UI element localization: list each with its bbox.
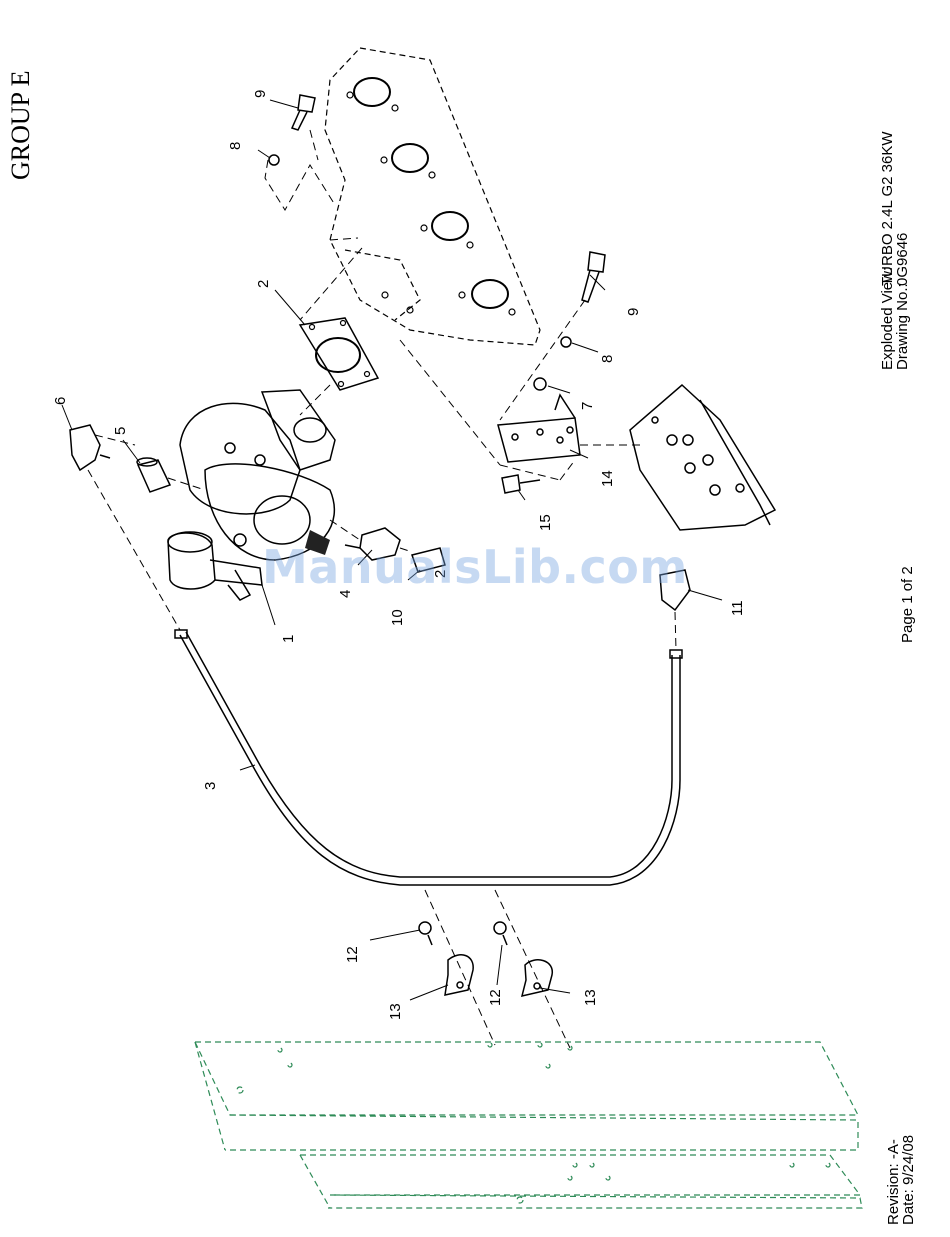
callout-8b: 8 [599, 355, 616, 363]
callout-13: 13 [387, 1003, 404, 1020]
callout-8: 8 [227, 142, 244, 150]
revision-info: Revision: -A- Date: 9/24/08 [886, 1135, 916, 1225]
mounting-plate [630, 385, 775, 530]
washer-7 [534, 378, 546, 390]
callout-3: 3 [202, 782, 219, 790]
view-label: Exploded View: [880, 286, 895, 370]
bolt-9-top [292, 95, 315, 130]
callout-13b: 13 [582, 989, 599, 1006]
callout-12b: 12 [487, 989, 504, 1006]
callout-9b: 9 [625, 308, 642, 316]
exhaust-manifold [325, 48, 540, 345]
turbo-gasket [300, 318, 378, 390]
group-title: GROUP E [8, 70, 34, 180]
bolt-15 [502, 475, 540, 493]
washer-8-top [269, 155, 279, 165]
frame-rail [195, 1042, 862, 1208]
fitting-5 [137, 458, 170, 492]
screw-12-right [494, 922, 507, 945]
callout-9: 9 [252, 90, 269, 98]
drawing-number: 0G9646 [894, 233, 911, 286]
elbow-fitting-6 [70, 425, 110, 470]
oil-tube-3 [175, 630, 682, 885]
revision-date: Date: 9/24/08 [901, 1135, 916, 1225]
drawing-row: Drawing No.:0G9646 [895, 132, 910, 371]
callout-15: 15 [537, 514, 554, 531]
drawing-label: Drawing No.: [895, 286, 910, 370]
callout-2: 2 [255, 280, 272, 288]
callout-5: 5 [112, 427, 129, 435]
callout-6: 6 [52, 397, 69, 405]
watermark: ManualsLib.com [262, 540, 688, 594]
clamp-13-left [445, 955, 473, 995]
screw-12-left [419, 922, 432, 945]
callout-1: 1 [280, 635, 297, 643]
bolt-9-right [582, 252, 605, 302]
callout-12: 12 [344, 946, 361, 963]
callout-7: 7 [579, 402, 596, 410]
washer-8-right [561, 337, 571, 347]
revision: Revision: -A- [886, 1135, 901, 1225]
callout-14: 14 [599, 470, 616, 487]
bracket-14 [498, 395, 580, 462]
manifold-ports [347, 78, 515, 315]
view-row: Exploded View:TURBO 2.4L G2 36KW [880, 132, 895, 371]
callout-10: 10 [389, 609, 406, 626]
page-number: Page 1 of 2 [900, 566, 915, 643]
drawing-info: Exploded View:TURBO 2.4L G2 36KW Drawing… [880, 132, 910, 371]
callout-11: 11 [729, 600, 746, 616]
